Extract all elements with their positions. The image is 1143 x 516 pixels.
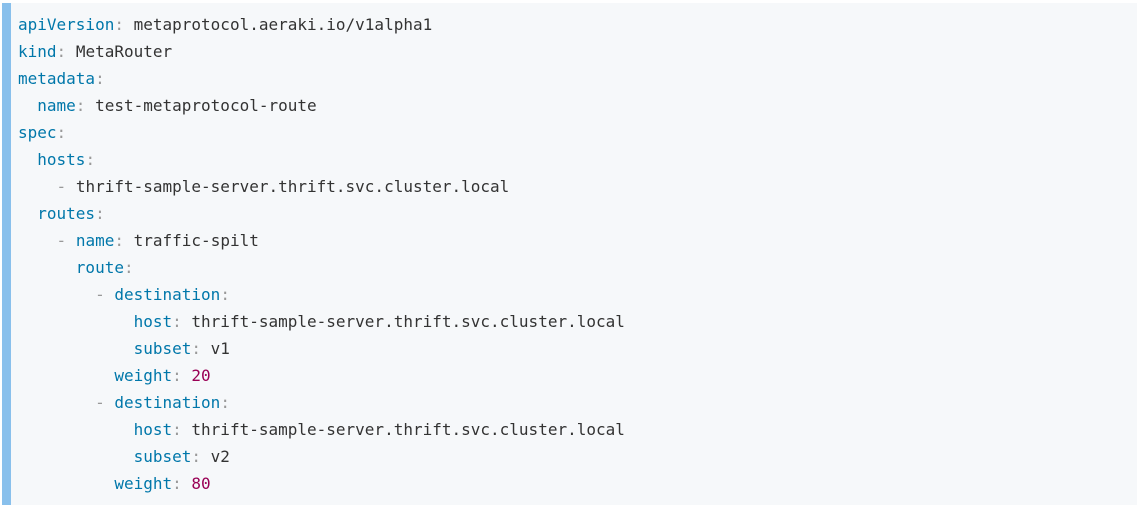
- code-token-plain: [201, 447, 211, 466]
- code-token-val: thrift-sample-server.thrift.svc.cluster.…: [191, 420, 625, 439]
- code-token-plain: [18, 393, 95, 412]
- code-token-key: hosts: [37, 150, 86, 169]
- code-line: apiVersion: metaprotocol.aeraki.io/v1alp…: [18, 11, 1121, 38]
- code-line: - destination:: [18, 389, 1121, 416]
- code-token-plain: [182, 420, 192, 439]
- code-token-punc: :: [56, 123, 67, 142]
- code-token-num: 80: [191, 474, 211, 493]
- code-line: - destination:: [18, 281, 1121, 308]
- code-token-key: apiVersion: [18, 15, 115, 34]
- code-line: subset: v1: [18, 335, 1121, 362]
- code-token-plain: [66, 42, 76, 61]
- code-token-plain: [18, 96, 37, 115]
- code-token-key: route: [75, 258, 124, 277]
- code-token-plain: [18, 150, 37, 169]
- code-token-plain: [182, 366, 192, 385]
- code-token-val: v1: [210, 339, 230, 358]
- code-token-key: host: [133, 420, 173, 439]
- code-token-num: 20: [191, 366, 211, 385]
- code-token-plain: [66, 177, 76, 196]
- code-token-punc: :: [191, 339, 202, 358]
- code-token-punc: -: [95, 393, 105, 412]
- code-token-plain: [18, 231, 57, 250]
- code-token-punc: -: [56, 177, 67, 196]
- code-token-plain: [18, 204, 37, 223]
- code-token-punc: :: [123, 258, 134, 277]
- code-line: route:: [18, 254, 1121, 281]
- code-token-punc: :: [172, 366, 182, 385]
- code-token-plain: [18, 420, 134, 439]
- code-token-key: weight: [114, 474, 173, 493]
- code-token-key: metadata: [18, 69, 96, 88]
- code-line: weight: 20: [18, 362, 1121, 389]
- code-token-key: routes: [37, 204, 96, 223]
- code-line: kind: MetaRouter: [18, 38, 1121, 65]
- code-token-val: thrift-sample-server.thrift.svc.cluster.…: [191, 312, 625, 331]
- code-token-punc: -: [56, 231, 67, 250]
- code-token-val: v2: [210, 447, 230, 466]
- code-token-plain: [18, 285, 95, 304]
- yaml-code-block: apiVersion: metaprotocol.aeraki.io/v1alp…: [2, 3, 1137, 505]
- code-token-punc: :: [172, 474, 182, 493]
- code-line: subset: v2: [18, 443, 1121, 470]
- code-token-punc: :: [56, 42, 67, 61]
- code-token-plain: [18, 447, 134, 466]
- code-token-punc: :: [220, 285, 230, 304]
- code-line: metadata:: [18, 65, 1121, 92]
- code-token-punc: :: [172, 420, 182, 439]
- code-token-plain: [105, 285, 115, 304]
- code-token-val: thrift-sample-server.thrift.svc.cluster.…: [75, 177, 510, 196]
- code-token-val: MetaRouter: [75, 42, 173, 61]
- code-line: - thrift-sample-server.thrift.svc.cluste…: [18, 173, 1121, 200]
- code-token-key: kind: [18, 42, 57, 61]
- code-token-plain: [124, 231, 134, 250]
- code-line: routes:: [18, 200, 1121, 227]
- code-line: host: thrift-sample-server.thrift.svc.cl…: [18, 308, 1121, 335]
- code-token-key: name: [75, 231, 115, 250]
- code-token-key: host: [133, 312, 173, 331]
- code-token-key: weight: [114, 366, 173, 385]
- code-line: weight: 80: [18, 470, 1121, 497]
- code-token-plain: [201, 339, 211, 358]
- code-token-punc: :: [95, 69, 105, 88]
- code-token-plain: [66, 231, 76, 250]
- code-token-punc: :: [114, 15, 124, 34]
- code-token-key: spec: [18, 123, 57, 142]
- code-token-punc: :: [95, 204, 105, 223]
- code-token-key: name: [37, 96, 76, 115]
- code-token-val: traffic-spilt: [133, 231, 259, 250]
- code-line: host: thrift-sample-server.thrift.svc.cl…: [18, 416, 1121, 443]
- code-token-val: metaprotocol.aeraki.io/v1alpha1: [133, 15, 433, 34]
- code-token-plain: [124, 15, 134, 34]
- code-line: - name: traffic-spilt: [18, 227, 1121, 254]
- code-token-punc: :: [85, 150, 96, 169]
- code-token-punc: :: [75, 96, 86, 115]
- code-token-val: test-metaprotocol-route: [95, 96, 317, 115]
- code-token-punc: :: [220, 393, 230, 412]
- code-token-punc: :: [172, 312, 182, 331]
- code-token-punc: -: [95, 285, 105, 304]
- code-token-plain: [18, 474, 114, 493]
- code-token-punc: :: [114, 231, 124, 250]
- code-token-plain: [18, 312, 134, 331]
- code-token-plain: [18, 177, 57, 196]
- code-token-plain: [182, 312, 192, 331]
- code-line: name: test-metaprotocol-route: [18, 92, 1121, 119]
- code-token-plain: [182, 474, 192, 493]
- code-token-key: destination: [114, 393, 221, 412]
- code-token-key: destination: [114, 285, 221, 304]
- code-line: spec:: [18, 119, 1121, 146]
- code-line: hosts:: [18, 146, 1121, 173]
- code-token-punc: :: [191, 447, 202, 466]
- code-token-plain: [18, 366, 114, 385]
- code-token-plain: [85, 96, 95, 115]
- code-token-plain: [105, 393, 115, 412]
- code-token-key: subset: [133, 339, 192, 358]
- code-token-key: subset: [133, 447, 192, 466]
- code-token-plain: [18, 258, 76, 277]
- code-token-plain: [18, 339, 134, 358]
